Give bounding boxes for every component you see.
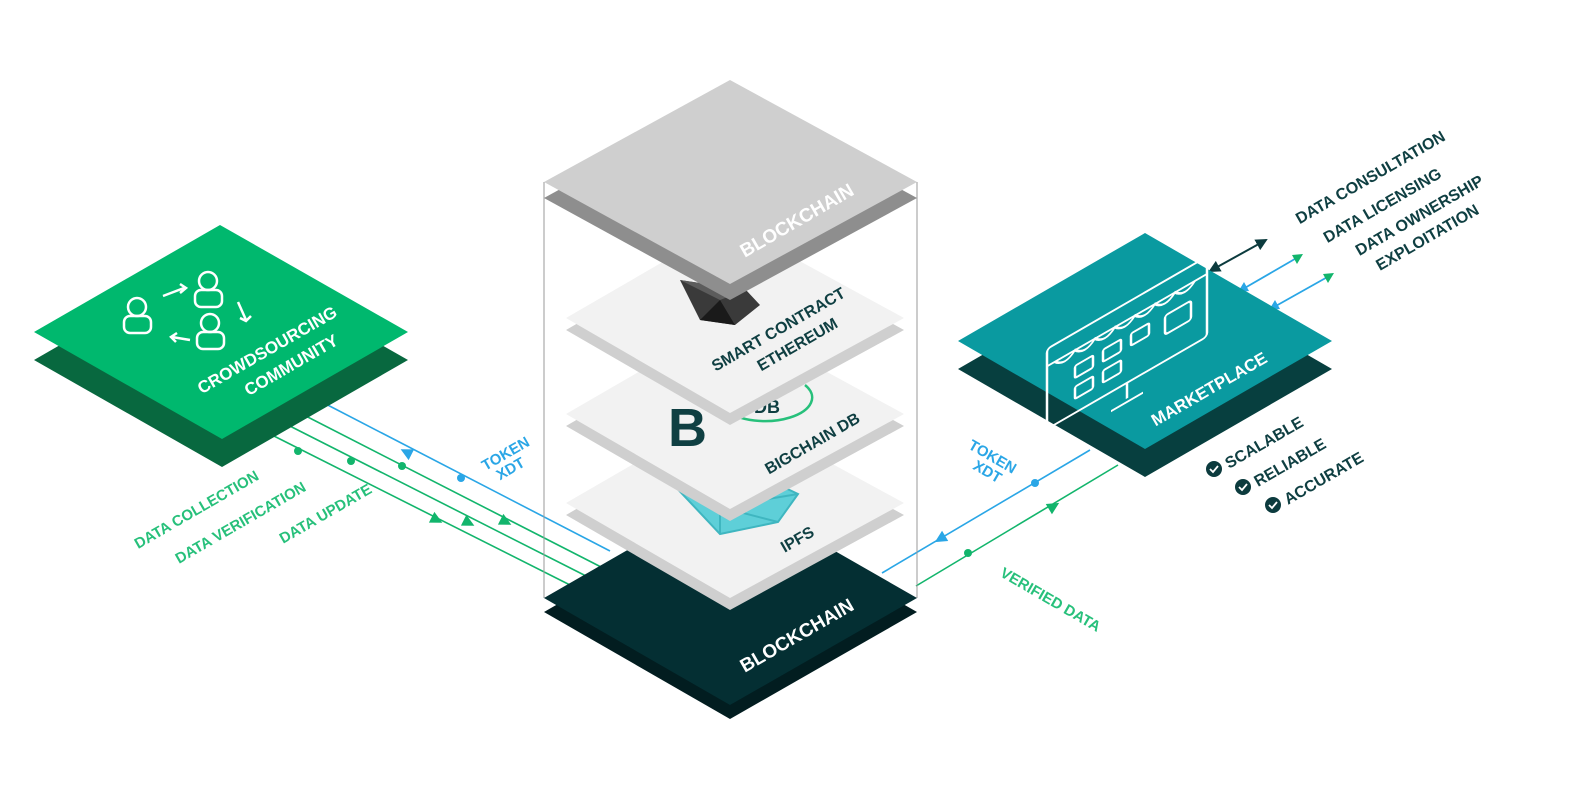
qualities-list: SCALABLE RELIABLE ACCURATE	[1206, 414, 1367, 513]
check-icon	[1265, 497, 1281, 513]
svg-text:B: B	[668, 398, 707, 458]
marketplace-tile: MARKETPLACE	[958, 233, 1332, 477]
people-exchange-icon	[122, 270, 252, 351]
check-icon	[1206, 461, 1222, 477]
crowdsourcing-community-tile: CROWDSOURCING COMMUNITY	[34, 225, 408, 467]
right-flow-labels: TOKEN XDT VERIFIED DATA	[965, 437, 1103, 636]
check-icon	[1235, 479, 1251, 495]
blockchain-stack: BLOCKCHAIN IPFS B DB BIGCHAIN DB	[543, 80, 918, 719]
verified-data-label: VERIFIED DATA	[997, 565, 1103, 636]
left-flow-lines	[261, 399, 611, 589]
smart-contract-layer: SMART CONTRACT ETHEREUM	[566, 223, 904, 425]
bigchaindb-icon: B DB	[668, 384, 814, 458]
right-flow-lines	[881, 449, 1119, 587]
blockchain-top-layer: BLOCKCHAIN	[544, 80, 917, 300]
storefront-monitor-icon	[1045, 256, 1209, 429]
services-list: DATA CONSULTATION DATA LICENSING DATA OW…	[1293, 128, 1487, 274]
